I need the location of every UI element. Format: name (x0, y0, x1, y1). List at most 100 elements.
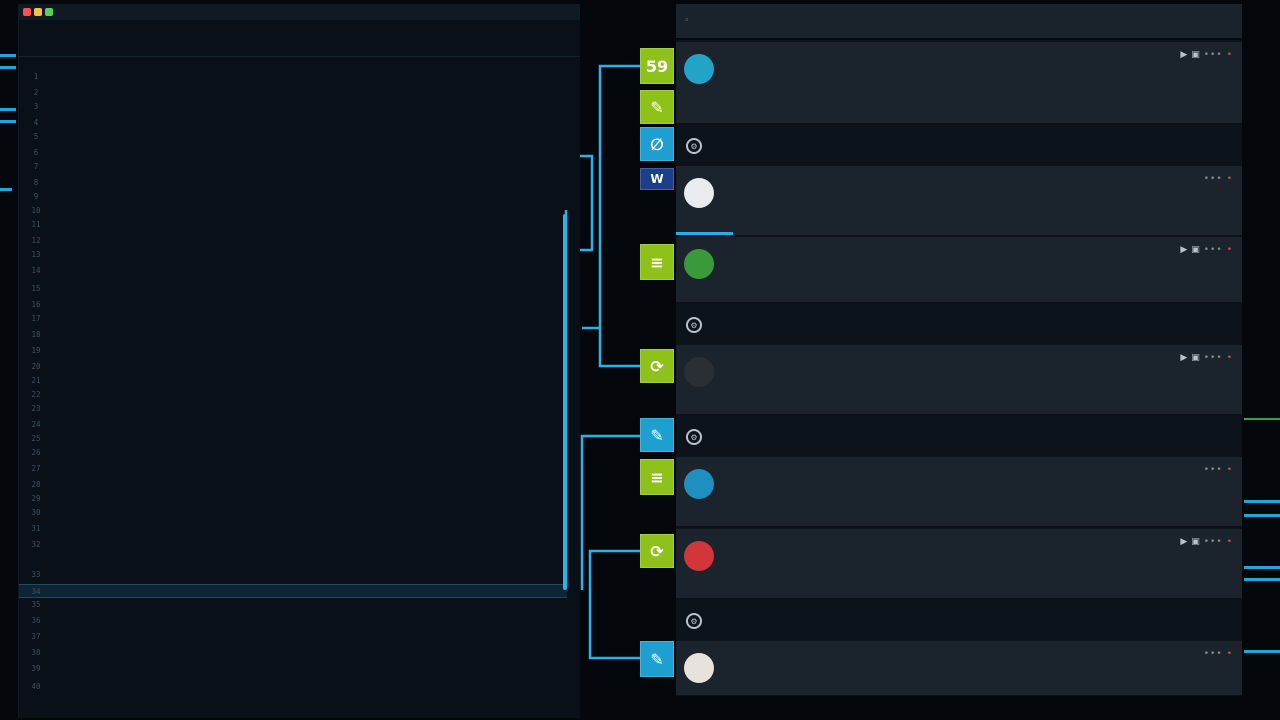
avatar[interactable] (684, 541, 714, 571)
avatar[interactable] (684, 357, 714, 387)
code-line[interactable]: 18 (19, 328, 567, 342)
more-options-icon[interactable]: ••• (1203, 537, 1223, 547)
code-line[interactable]: 12 (19, 234, 567, 248)
code-line[interactable]: 31 (19, 522, 567, 536)
code-line[interactable]: 16 (19, 298, 567, 312)
code-line[interactable]: 32 (19, 538, 567, 552)
code-line[interactable]: 27 (19, 462, 567, 476)
action-tile-4[interactable]: W (640, 168, 674, 190)
action-tile-8[interactable]: ≡ (640, 459, 674, 495)
feed-card[interactable]: ▶▣•••• (676, 529, 1242, 599)
menu-icon[interactable]: ◦ (684, 16, 690, 26)
status-dot-icon[interactable]: • (1226, 649, 1232, 659)
code-line[interactable]: 23 (19, 402, 567, 416)
code-line[interactable]: 37 (19, 630, 567, 644)
code-line[interactable]: 39 (19, 662, 567, 676)
code-line[interactable]: 10 (19, 204, 567, 218)
code-line[interactable]: 20 (19, 360, 567, 374)
more-options-icon[interactable]: ••• (1203, 174, 1223, 184)
status-dot-icon[interactable]: • (1226, 537, 1232, 547)
line-number: 14 (31, 266, 41, 275)
code-line[interactable]: 8 (19, 176, 567, 190)
code-line[interactable]: 36 (19, 614, 567, 628)
code-line[interactable]: 34 (19, 584, 567, 598)
minimize-window-button[interactable] (34, 8, 42, 16)
more-options-icon[interactable]: ••• (1203, 50, 1223, 60)
code-line[interactable]: 24 (19, 418, 567, 432)
avatar[interactable] (684, 178, 714, 208)
line-number: 8 (33, 178, 39, 187)
action-tile-6[interactable]: ⟳ (640, 349, 674, 383)
code-line[interactable]: 14 (19, 264, 567, 278)
line-number: 38 (31, 648, 41, 657)
code-line[interactable]: 25 (19, 432, 567, 446)
code-line[interactable]: 35 (19, 598, 567, 612)
code-line[interactable]: 11 (19, 218, 567, 232)
more-options-icon[interactable]: ••• (1203, 649, 1223, 659)
code-line[interactable]: 29 (19, 492, 567, 506)
status-dot-icon[interactable]: • (1226, 50, 1232, 60)
editor-scrollbar[interactable] (563, 214, 567, 590)
code-line[interactable]: 30 (19, 506, 567, 520)
code-line[interactable]: 6 (19, 146, 567, 160)
avatar[interactable] (684, 653, 714, 683)
line-number: 7 (33, 162, 39, 171)
line-number: 26 (31, 448, 41, 457)
feed-separator: ⚙ (676, 417, 1242, 457)
action-tile-5[interactable]: ≡ (640, 244, 674, 280)
action-tile-2[interactable]: ✎ (640, 90, 674, 124)
code-line[interactable]: 5 (19, 130, 567, 144)
code-line[interactable]: 33 (19, 568, 567, 582)
avatar[interactable] (684, 54, 714, 84)
action-tile-10[interactable]: ✎ (640, 641, 674, 677)
close-window-button[interactable] (23, 8, 31, 16)
status-dot-icon[interactable]: • (1226, 353, 1232, 363)
line-number: 9 (33, 192, 39, 201)
code-line[interactable]: 19 (19, 344, 567, 358)
code-line[interactable]: 7 (19, 160, 567, 174)
window-icon[interactable]: ▣ (1191, 245, 1200, 255)
status-dot-icon[interactable]: • (1226, 465, 1232, 475)
code-line[interactable]: 15 (19, 282, 567, 296)
play-icon[interactable]: ▶ (1180, 50, 1188, 60)
feed-card[interactable]: ▶▣•••• (676, 345, 1242, 415)
feed-card[interactable]: •••• (676, 641, 1242, 696)
code-line[interactable]: 2 (19, 86, 567, 100)
code-line[interactable]: 28 (19, 478, 567, 492)
more-options-icon[interactable]: ••• (1203, 353, 1223, 363)
status-dot-icon[interactable]: • (1226, 245, 1232, 255)
code-line[interactable]: 1 (19, 70, 567, 84)
line-number: 24 (31, 420, 41, 429)
code-line[interactable]: 38 (19, 646, 567, 660)
more-options-icon[interactable]: ••• (1203, 245, 1223, 255)
play-icon[interactable]: ▶ (1180, 353, 1188, 363)
avatar[interactable] (684, 249, 714, 279)
window-icon[interactable]: ▣ (1191, 537, 1200, 547)
feed-card[interactable]: ▶▣•••• (676, 237, 1242, 303)
code-line[interactable]: 40 (19, 680, 567, 694)
action-tile-1[interactable]: 59 (640, 48, 674, 84)
line-number: 31 (31, 524, 41, 533)
status-dot-icon[interactable]: • (1226, 174, 1232, 184)
action-tile-3[interactable]: ∅ (640, 127, 674, 161)
code-line[interactable]: 22 (19, 388, 567, 402)
avatar[interactable] (684, 469, 714, 499)
maximize-window-button[interactable] (45, 8, 53, 16)
code-line[interactable]: 26 (19, 446, 567, 460)
code-line[interactable]: 21 (19, 374, 567, 388)
code-line[interactable]: 4 (19, 116, 567, 130)
feed-card[interactable]: ▶▣•••• (676, 42, 1242, 124)
window-icon[interactable]: ▣ (1191, 353, 1200, 363)
feed-card[interactable]: •••• (676, 166, 1242, 236)
code-line[interactable]: 17 (19, 312, 567, 326)
code-line[interactable]: 3 (19, 100, 567, 114)
action-tile-7[interactable]: ✎ (640, 418, 674, 452)
code-line[interactable]: 13 (19, 248, 567, 262)
play-icon[interactable]: ▶ (1180, 245, 1188, 255)
more-options-icon[interactable]: ••• (1203, 465, 1223, 475)
play-icon[interactable]: ▶ (1180, 537, 1188, 547)
code-line[interactable]: 9 (19, 190, 567, 204)
action-tile-9[interactable]: ⟳ (640, 534, 674, 568)
feed-card[interactable]: •••• (676, 457, 1242, 527)
window-icon[interactable]: ▣ (1191, 50, 1200, 60)
